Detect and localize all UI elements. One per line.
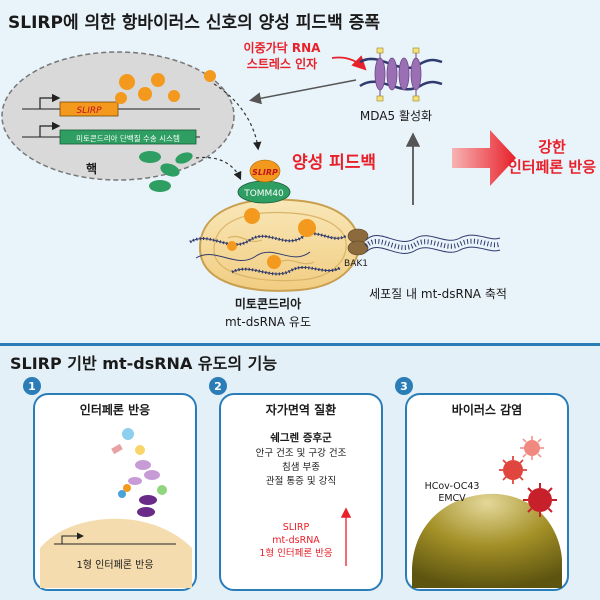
slirp-particle (168, 90, 180, 102)
import-protein (175, 152, 193, 164)
virus-icon (499, 456, 527, 484)
card2-symptom: 안구 건조 및 구강 건조 (256, 447, 347, 459)
slirp-particle (204, 70, 216, 82)
mito-label-line1: 미토콘드리아 (235, 296, 301, 311)
stress-arrow (331, 55, 367, 71)
card2-marker: 1형 인터페론 반응 (259, 548, 333, 559)
slirp-particle (298, 219, 316, 237)
slirp-particle (227, 241, 237, 251)
nucleus: SLIRP 미토콘드리아 단백질 수송 시스템 (1, 51, 235, 181)
import-protein (149, 180, 171, 192)
card3-virus-line1: HCov-OC43 (425, 481, 480, 492)
card2-marker: SLIRP (283, 522, 310, 533)
gene-import-box (59, 129, 197, 145)
gene-import-label: 미토콘드리아 단백질 수송 시스템 (76, 133, 180, 143)
import-protein (160, 163, 180, 177)
virus-icon (523, 483, 557, 517)
bak1-channel (347, 228, 369, 256)
dsrna-stress-line2: 스트레스 인자 (247, 56, 317, 71)
strong-ifn-line2: 인터페론 반응 (508, 158, 596, 176)
tomm40-label: TOMM40 (243, 189, 284, 199)
mda5-label: MDA5 활성화 (360, 109, 432, 123)
slirp-particle (267, 255, 281, 269)
card3-title: 바이러스 감염 (452, 402, 522, 417)
slirp-particle (119, 74, 135, 90)
nucleus-label: 핵 (86, 161, 97, 176)
strong-ifn-line1: 강한 (538, 138, 566, 156)
card2-subtitle: 쉐그렌 증후군 (270, 431, 332, 444)
card2-marker: mt-dsRNA (272, 535, 320, 546)
virus-icon (520, 436, 544, 460)
dashed-arrow (195, 156, 242, 181)
panel-divider (0, 343, 600, 346)
import-protein (139, 151, 161, 163)
gene-slirp-box (59, 101, 119, 117)
top-title: SLIRP에 의한 항바이러스 신호의 양성 피드백 증폭 (8, 12, 380, 33)
card-interferon: 1 인터페론 반응 1형 인터페론 반응 (23, 377, 197, 591)
bak1-label: BAK1 (344, 259, 368, 269)
positive-feedback-label: 양성 피드백 (292, 153, 376, 173)
gene-slirp-label: SLIRP (76, 106, 102, 116)
card2-number: 2 (214, 380, 222, 393)
slirp-particle (244, 208, 260, 224)
cyto-accum-label: 세포질 내 mt-dsRNA 축적 (369, 287, 507, 301)
slirp-protein-label: SLIRP (252, 168, 278, 177)
card3-virus-line2: EMCV (438, 493, 466, 504)
card1-caption: 1형 인터페론 반응 (76, 559, 153, 571)
dashed-arrow (213, 83, 262, 151)
slirp-particle (151, 73, 165, 87)
card-viral-infection: 3 바이러스 감염 HCov-OC43 EMCV (395, 377, 569, 591)
mitochondrion (189, 198, 361, 292)
card1-number: 1 (28, 380, 36, 393)
card2-symptom: 침샘 부종 (282, 462, 320, 473)
big-red-arrow (452, 130, 516, 186)
cytosolic-mt-dsrna (364, 234, 501, 254)
card2-symptom: 관절 통증 및 강직 (266, 475, 336, 487)
mda5-complex (359, 47, 443, 102)
slirp-protein (249, 159, 281, 183)
dsrna-stress-line1: 이중가닥 RNA (244, 40, 322, 55)
card-autoimmune: 2 자가면역 질환 쉐그렌 증후군 안구 건조 및 구강 건조 침샘 부종 관절… (209, 377, 383, 591)
feedback-arrow (249, 79, 357, 105)
card2-title: 자가면역 질환 (266, 402, 336, 417)
card3-number: 3 (400, 380, 408, 393)
slirp-particle (115, 92, 127, 104)
slirp-particle (138, 87, 152, 101)
bottom-title: SLIRP 기반 mt-dsRNA 유도의 기능 (10, 354, 277, 373)
card1-title: 인터페론 반응 (80, 402, 150, 417)
mito-label-line2: mt-dsRNA 유도 (225, 315, 311, 329)
